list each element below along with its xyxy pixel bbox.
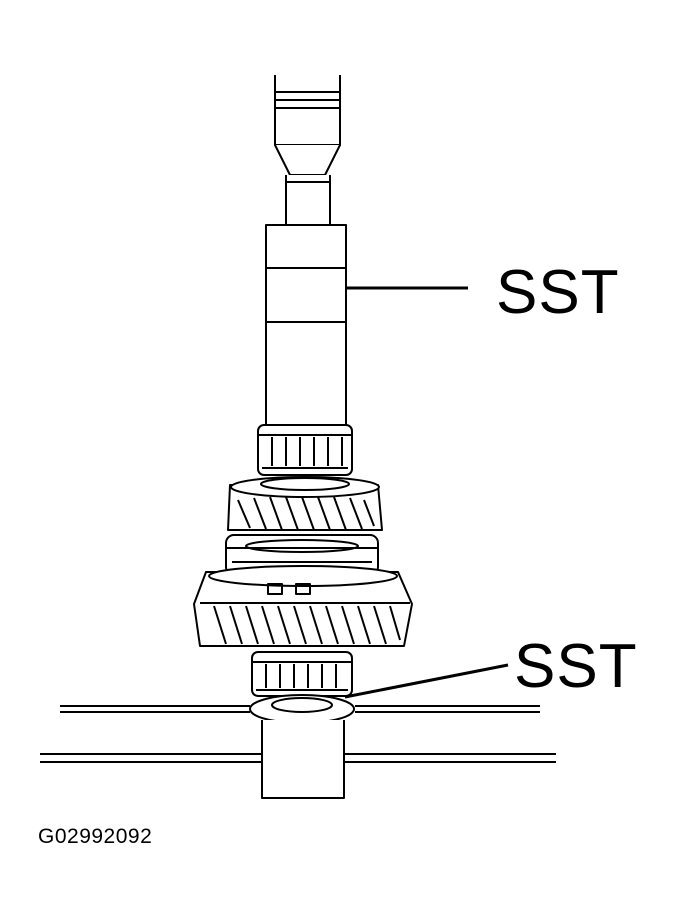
sst-upper-tool — [265, 224, 468, 426]
press-ram — [274, 75, 341, 226]
output-shaft — [261, 720, 345, 799]
sst-upper-label: SST — [496, 258, 620, 327]
sst-lower-label: SST — [514, 632, 638, 701]
lower-bearing — [251, 651, 353, 697]
upper-bearing — [257, 424, 353, 476]
sst-lower-plate — [249, 663, 509, 724]
upper-gear — [227, 476, 383, 531]
press-bed — [40, 705, 556, 763]
figure-code: G02992092 — [38, 825, 153, 848]
lower-gear — [193, 565, 413, 647]
